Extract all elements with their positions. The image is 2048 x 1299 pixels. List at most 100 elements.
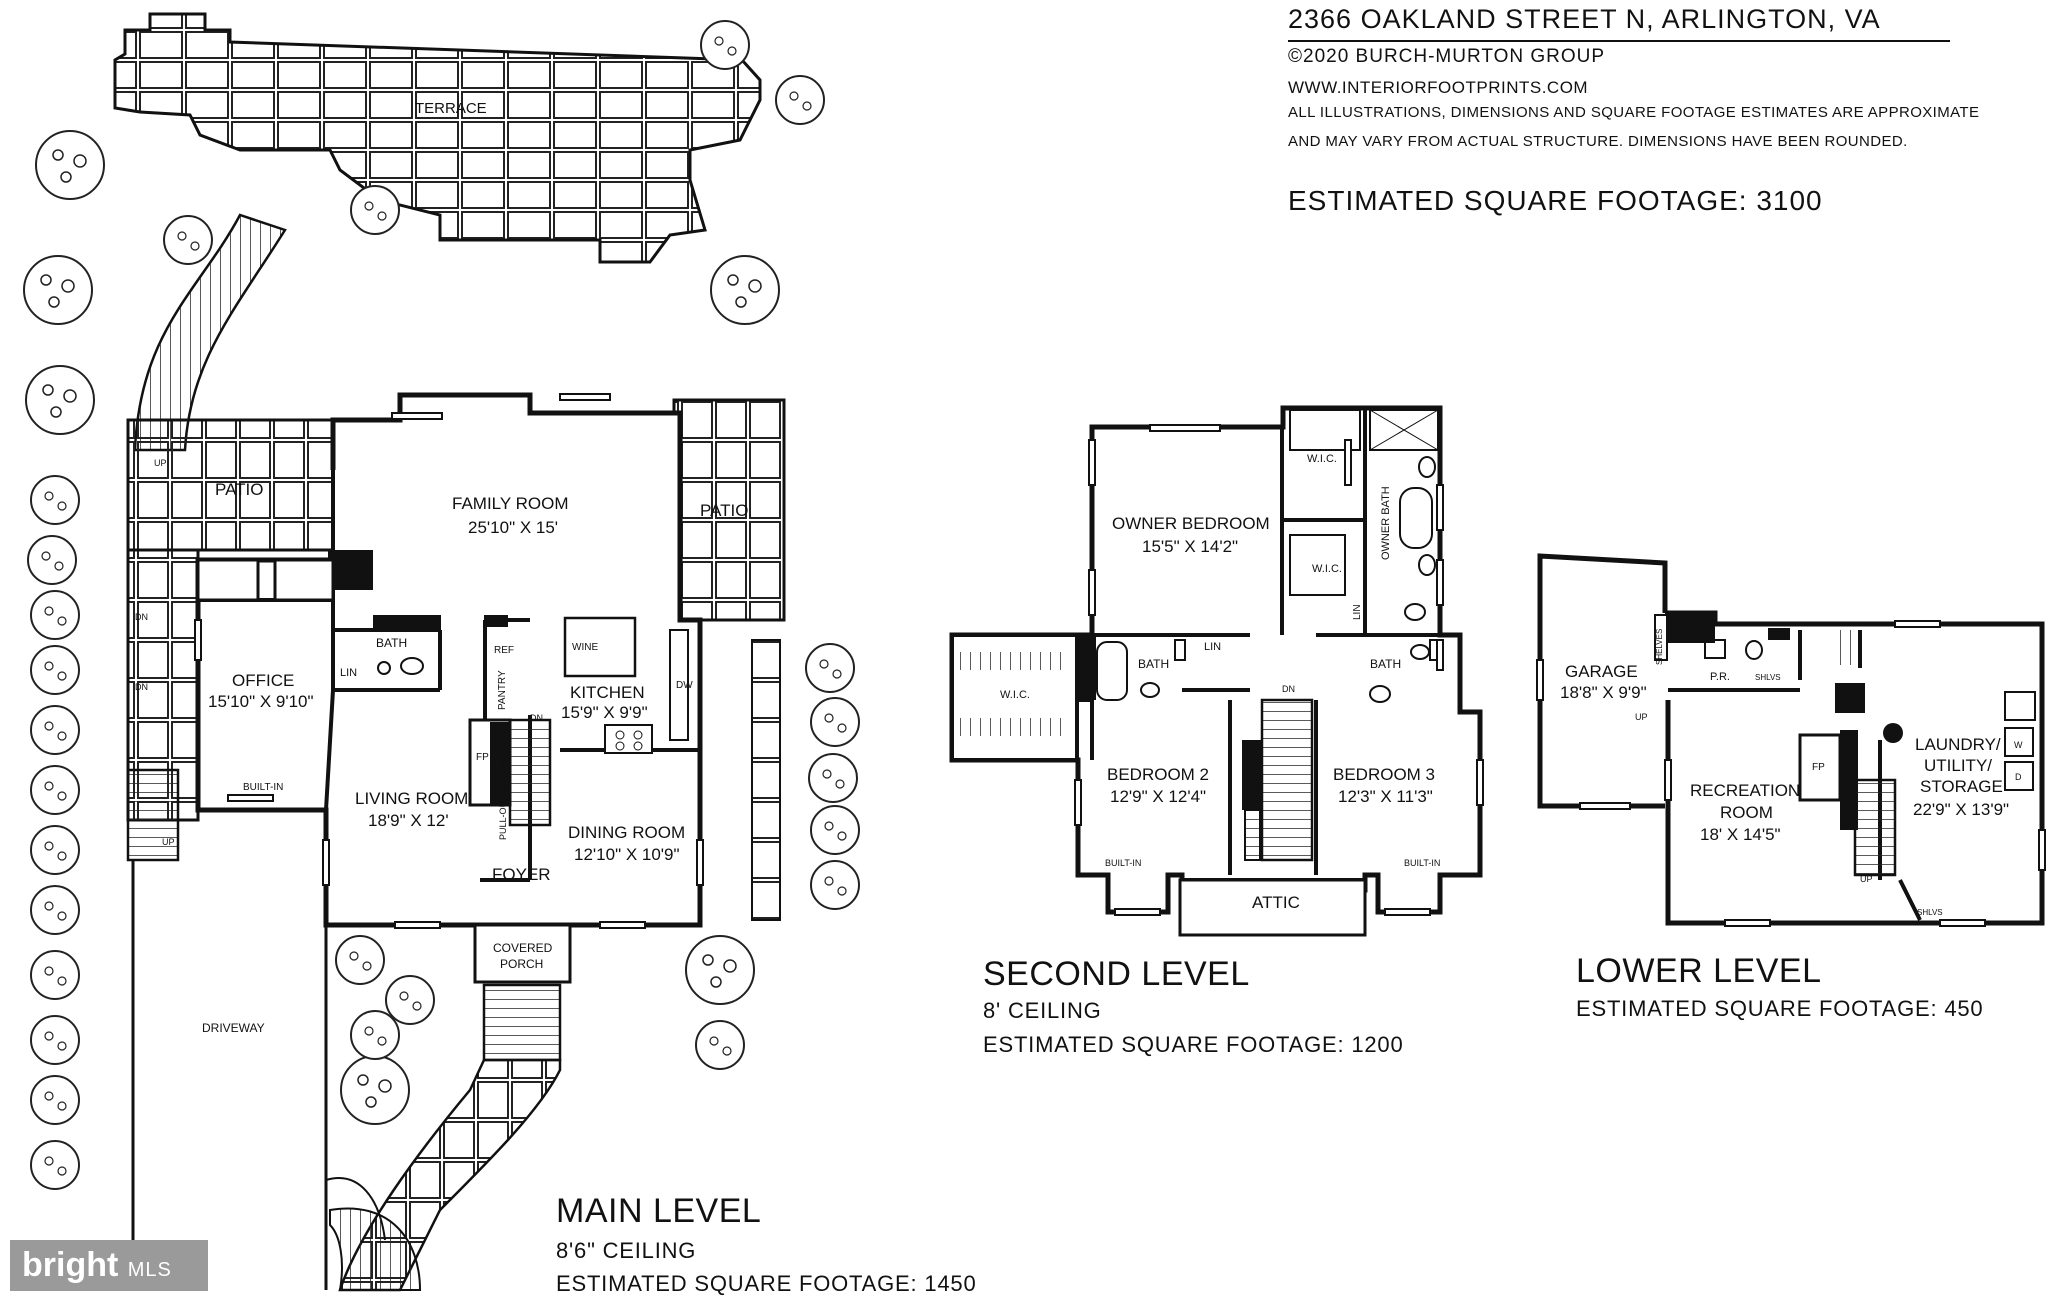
main-level-ceiling: 8'6" CEILING	[556, 1238, 697, 1263]
lower-fp	[1798, 733, 1842, 802]
patio-left-area	[126, 418, 335, 552]
lin-label-1: LIN	[1352, 604, 1363, 620]
lower-level-sqft: ESTIMATED SQUARE FOOTAGE: 450	[1576, 996, 1984, 1021]
owner-bath-label: OWNER BATH	[1380, 486, 1392, 560]
pullout-closet-label: PULL-OUT CLOSET	[498, 757, 508, 840]
dn-label-3: DN	[530, 713, 543, 723]
walkway-right	[751, 639, 781, 921]
dw-label: DW	[676, 680, 693, 691]
lower-black-block-1	[1665, 613, 1715, 643]
watermark-brand: bright	[22, 1246, 119, 1284]
built-in-label-3: BUILT-IN	[1404, 858, 1440, 868]
laundry-label-2: UTILITY/	[1924, 756, 1992, 775]
lower-up-label-2: UP	[1860, 874, 1873, 884]
main-ref-block	[484, 615, 508, 627]
garage-walls	[1537, 553, 1668, 809]
total-square-footage: ESTIMATED SQUARE FOOTAGE: 3100	[1288, 185, 1823, 216]
main-level-sqft: ESTIMATED SQUARE FOOTAGE: 1450	[556, 1271, 977, 1296]
kitchen-island	[563, 616, 637, 678]
garage-label: GARAGE	[1565, 662, 1638, 681]
living-room-dim: 18'9" X 12'	[368, 811, 449, 830]
watermark-suffix: MLS	[127, 1259, 172, 1281]
terrace-label: TERRACE	[415, 100, 487, 117]
recreation-room-label-2: ROOM	[1720, 803, 1773, 822]
wic-label-3: W.I.C.	[1000, 689, 1030, 701]
lower-black-block-2	[1768, 628, 1790, 640]
kitchen-label: KITCHEN	[570, 683, 645, 702]
bath-label-3: BATH	[1370, 657, 1401, 671]
bright-mls-watermark: bright MLS	[10, 1240, 208, 1291]
dn-label-1: DN	[135, 612, 148, 622]
lower-up-label-1: UP	[1635, 712, 1648, 722]
attic-label: ATTIC	[1252, 893, 1300, 912]
attic-area	[1178, 878, 1367, 937]
wine-label: WINE	[572, 642, 598, 653]
disclaimer-line-1: ALL ILLUSTRATIONS, DIMENSIONS AND SQUARE…	[1288, 104, 1980, 121]
bath-label-2: BATH	[1138, 657, 1169, 671]
owner-bedroom-dim: 15'5" X 14'2"	[1142, 537, 1238, 556]
front-curved-steps	[329, 1207, 422, 1291]
address-underline	[1288, 40, 1950, 42]
lower-fp-label: FP	[1812, 762, 1825, 773]
main-interior-stairs	[508, 718, 552, 827]
covered-porch-label-1: COVERED	[493, 941, 553, 955]
main-chimney-block	[328, 550, 373, 590]
second-level-plan: OWNER BEDROOM 15'5" X 14'2" W.I.C. W.I.C…	[949, 405, 1484, 937]
second-level-sqft: ESTIMATED SQUARE FOOTAGE: 1200	[983, 1032, 1404, 1057]
disclaimer-line-2: AND MAY VARY FROM ACTUAL STRUCTURE. DIME…	[1288, 133, 1908, 150]
built-in-label-2: BUILT-IN	[1105, 858, 1141, 868]
office-dim: 15'10" X 9'10"	[208, 692, 314, 711]
wic-label-2: W.I.C.	[1312, 563, 1342, 575]
recreation-room-dim: 18' X 14'5"	[1700, 825, 1781, 844]
bedroom3-dim: 12'3" X 11'3"	[1338, 787, 1433, 806]
dining-room-dim: 12'10" X 10'9"	[574, 845, 680, 864]
main-fp-core	[490, 722, 510, 804]
bedroom2-label: BEDROOM 2	[1107, 765, 1209, 784]
patio-right-label: PATIO	[700, 501, 749, 520]
laundry-label-1: LAUNDRY/	[1915, 735, 2001, 754]
dn-label-2: DN	[135, 682, 148, 692]
patio-left-label: PATIO	[215, 480, 264, 499]
shlvs-label-2: SHLVS	[1917, 908, 1943, 917]
kitchen-dim: 15'9" X 9'9"	[561, 703, 648, 722]
family-room-dim: 25'10" X 15'	[468, 518, 558, 537]
dn-label-second: DN	[1282, 684, 1295, 694]
website-text: WWW.INTERIORFOOTPRINTS.COM	[1288, 78, 1589, 97]
second-level-title: SECOND LEVEL	[983, 955, 1250, 993]
main-level-title: MAIN LEVEL	[556, 1192, 762, 1230]
wic-label-1: W.I.C.	[1307, 453, 1337, 465]
lower-water-heater	[1883, 723, 1903, 743]
covered-porch	[473, 923, 572, 984]
bath-label: BATH	[376, 636, 407, 650]
covered-porch-label-2: PORCH	[500, 957, 543, 971]
laundry-dim: 22'9" X 13'9"	[1913, 800, 2009, 819]
foyer-label: FOYER	[492, 865, 551, 884]
lower-stairs	[1853, 778, 1897, 877]
main-kitchen-block	[373, 615, 441, 630]
family-room-label: FAMILY ROOM	[452, 494, 569, 513]
second-level-ceiling: 8' CEILING	[983, 998, 1102, 1023]
second-chimney	[1076, 635, 1096, 700]
bedroom3-label: BEDROOM 3	[1333, 765, 1435, 784]
copyright-text: ©2020 BURCH-MURTON GROUP	[1288, 46, 1606, 67]
owner-bedroom-label: OWNER BEDROOM	[1112, 514, 1270, 533]
built-in-label: BUILT-IN	[243, 782, 283, 793]
property-address: 2366 OAKLAND STREET N, ARLINGTON, VA	[1288, 4, 1881, 34]
lower-level-title: LOWER LEVEL	[1576, 952, 1822, 990]
pantry-label: PANTRY	[497, 670, 508, 710]
lower-level-plan: GARAGE 18'8" X 9'9" SHELVES P.R. SHLVS S…	[1536, 553, 2046, 927]
bedroom2-dim: 12'9" X 12'4"	[1110, 787, 1206, 806]
second-stair-black	[1242, 740, 1262, 810]
front-stairs	[482, 983, 562, 1062]
living-room-label: LIVING ROOM	[355, 789, 468, 808]
ref-label: REF	[494, 645, 514, 656]
dining-room-label: DINING ROOM	[568, 823, 685, 842]
office-label: OFFICE	[232, 671, 294, 690]
pr-label: P.R.	[1710, 671, 1730, 683]
laundry-label-3: STORAGE	[1920, 777, 2003, 796]
up-label-2: UP	[162, 837, 175, 847]
main-side-stairs	[126, 768, 180, 862]
garage-dim: 18'8" X 9'9"	[1560, 683, 1647, 702]
lin-label-2: LIN	[1204, 641, 1221, 653]
